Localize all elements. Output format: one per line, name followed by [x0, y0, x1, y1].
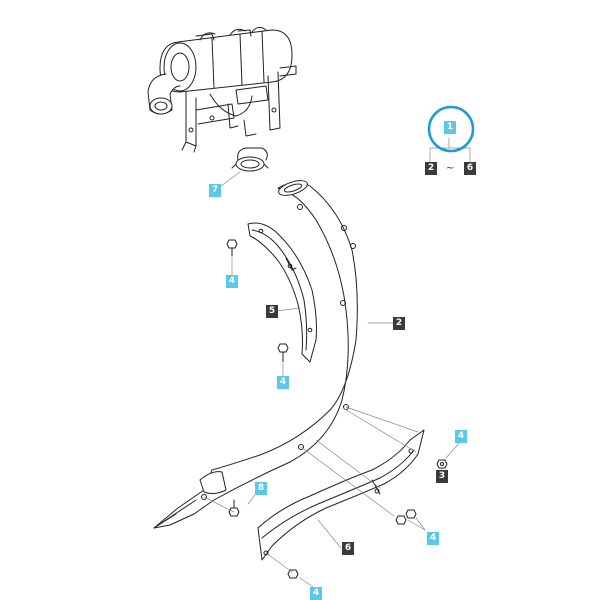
nut-e [395, 509, 417, 525]
callout-1: 1 [444, 121, 456, 134]
heat-shield-lower [257, 429, 425, 561]
callout-range-end: 6 [464, 162, 476, 175]
callout-4-d: 4 [427, 532, 439, 545]
heat-shield-upper [247, 222, 317, 363]
range-separator: ~ [446, 163, 455, 174]
bolt-a [226, 239, 238, 257]
callout-5: 5 [266, 305, 278, 318]
bolt-b [277, 343, 289, 363]
callout-4-c: 4 [455, 430, 467, 443]
callout-3: 3 [436, 470, 448, 483]
muffler-assembly [147, 26, 297, 153]
leader-lines [203, 137, 471, 590]
callout-range-start: 2 [425, 162, 437, 175]
callout-4-a: 4 [226, 275, 238, 288]
callout-6: 6 [342, 542, 354, 555]
callout-4-b: 4 [277, 376, 289, 389]
exhaust-pipe [153, 180, 358, 529]
nut-f [287, 569, 299, 579]
bolt-d [228, 499, 240, 517]
clamp-part [231, 147, 269, 172]
nut-c [436, 459, 448, 469]
callout-8: 8 [255, 482, 267, 495]
callout-7: 7 [209, 184, 221, 197]
callout-4-e: 4 [310, 587, 322, 600]
callout-2: 2 [393, 317, 405, 330]
highlight-ring [427, 105, 475, 153]
